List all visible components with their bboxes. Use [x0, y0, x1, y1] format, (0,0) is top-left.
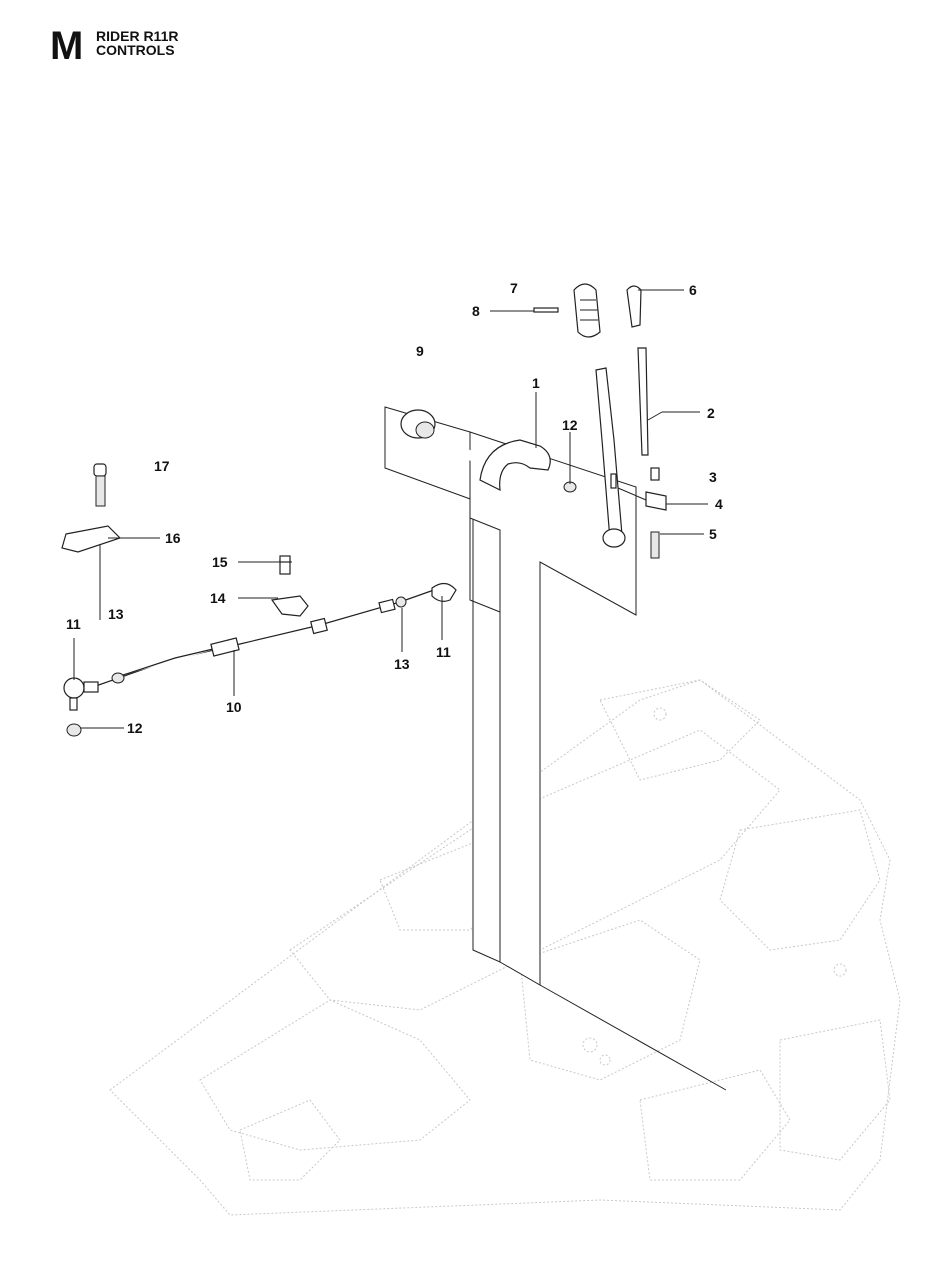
spring-5 — [650, 531, 660, 559]
clamp-14 — [270, 595, 309, 617]
callout-labels: 1 2 3 4 5 6 7 8 9 10 11 11 12 12 13 13 1… — [66, 280, 723, 736]
callout-3: 3 — [709, 469, 717, 485]
callout-16: 16 — [165, 530, 181, 546]
callout-12-upper: 12 — [562, 417, 578, 433]
callout-7: 7 — [510, 280, 518, 296]
lever-assembly — [400, 283, 667, 559]
bracket-16-group — [61, 463, 122, 553]
ball-joint-11-right — [431, 582, 457, 602]
callout-5: 5 — [709, 526, 717, 542]
callout-13-right: 13 — [394, 656, 410, 672]
model-name: RIDER R11R — [96, 28, 179, 44]
callout-11-left: 11 — [66, 616, 81, 632]
cable-assembly — [63, 555, 457, 737]
ball-joint-11-left — [63, 677, 85, 699]
nut-12-left — [66, 723, 82, 737]
plate-4 — [645, 491, 667, 511]
callout-8: 8 — [472, 303, 480, 319]
callout-15: 15 — [212, 554, 228, 570]
callout-1: 1 — [532, 375, 540, 391]
callout-17: 17 — [154, 458, 170, 474]
bracket-16 — [61, 525, 122, 553]
callout-9: 9 — [416, 343, 424, 359]
section-title: CONTROLS — [96, 42, 175, 58]
callout-2: 2 — [707, 405, 715, 421]
knob-6 — [626, 285, 642, 328]
callout-4: 4 — [715, 496, 723, 512]
callout-12-lower: 12 — [127, 720, 143, 736]
callout-11-right: 11 — [436, 644, 451, 660]
callout-13-left: 13 — [108, 606, 124, 622]
leader-lines — [73, 289, 708, 729]
title-block: RIDER R11R CONTROLS — [96, 29, 178, 57]
bolt-17 — [93, 463, 107, 477]
pin-8 — [533, 307, 559, 313]
section-letter: M — [50, 24, 84, 68]
bracket-1 — [479, 439, 551, 492]
clip-3 — [650, 467, 660, 481]
callout-10: 10 — [226, 699, 242, 715]
cutaway-panels — [384, 406, 727, 1091]
callout-6: 6 — [689, 282, 697, 298]
callout-14: 14 — [210, 590, 226, 606]
rod-2 — [637, 347, 649, 456]
